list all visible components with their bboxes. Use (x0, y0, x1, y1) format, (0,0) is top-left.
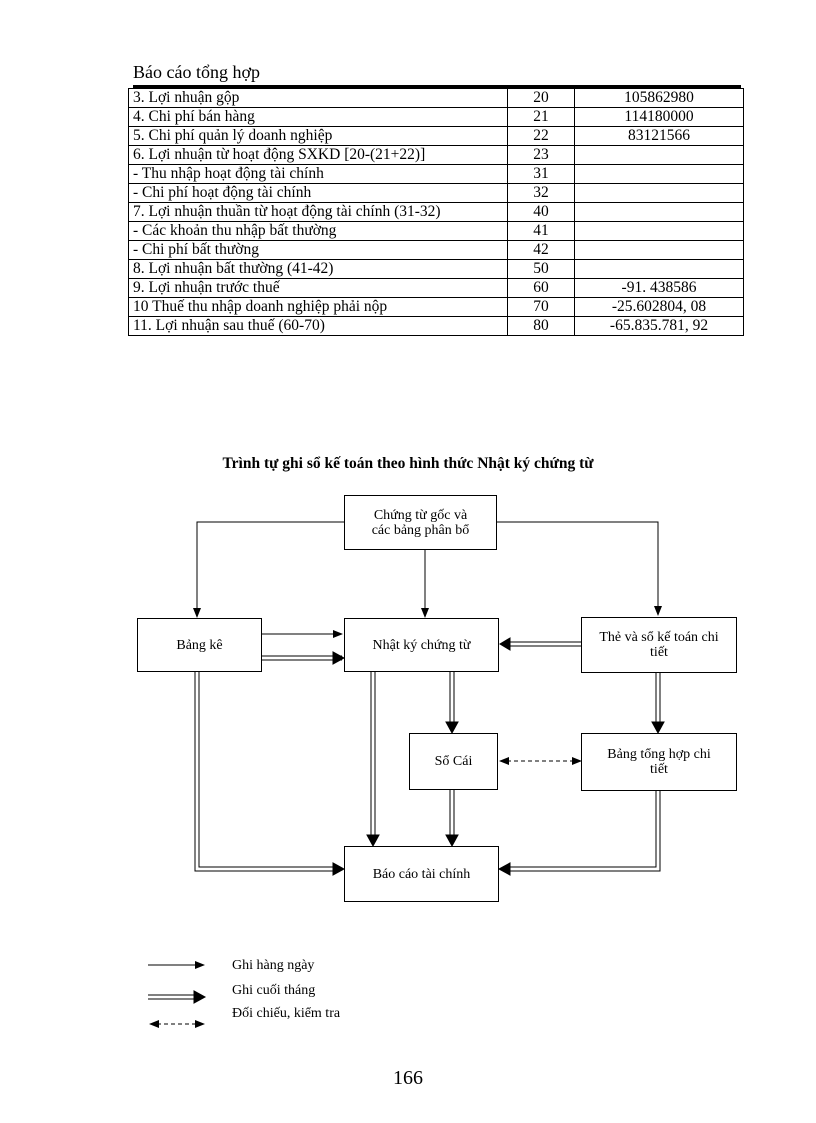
header-rule (133, 85, 741, 88)
legend-month-end-label: Ghi cuối tháng (232, 983, 316, 998)
node-nhat-ky: Nhật ký chứng từ (344, 618, 499, 672)
arrow-source-to-bang-ke (193, 521, 344, 618)
row-label: - Các khoản thu nhập bất thường (128, 221, 508, 241)
header-title: Báo cáo tổng hợp (133, 62, 260, 82)
row-label: 5. Chi phí quản lý doanh nghiệp (128, 126, 508, 146)
row-value: 105862980 (574, 88, 744, 108)
row-label: - Chi phí hoạt động tài chính (128, 183, 508, 203)
node-bao-cao-label: Báo cáo tài chính (372, 866, 471, 882)
row-code: 20 (507, 88, 575, 108)
arrow-so-cai-to-bao-cao-head (445, 834, 459, 848)
node-so-cai-label: Sổ Cái (434, 754, 473, 769)
arrow-bang-ke-to-nhat-ky-head (332, 651, 346, 665)
arrow-bang-tong-hop-to-bao-cao-a (508, 791, 657, 868)
row-label: 11. Lợi nhuận sau thuế (60-70) (128, 316, 508, 336)
node-bang-ke-label: Bảng kê (176, 637, 223, 653)
row-value: -65.835.781, 92 (574, 316, 744, 336)
row-label: - Thu nhập hoạt động tài chính (128, 164, 508, 184)
row-code: 32 (507, 183, 575, 203)
table-row: 7. Lợi nhuận thuần từ hoạt động tài chín… (128, 202, 744, 222)
arrow-the-so-to-bang-tong-hop-head (651, 721, 665, 735)
node-bang-tong-hop-label: Bảng tổng hợp chi tiết (607, 747, 711, 777)
arrow-bang-ke-to-bao-cao-head (332, 862, 346, 876)
legend-daily-label: Ghi hàng ngày (232, 958, 315, 973)
row-label: 8. Lợi nhuận bất thường (41-42) (128, 259, 508, 279)
node-so-cai: Sổ Cái (409, 733, 498, 790)
arrow-nhat-ky-to-so-cai-head (445, 721, 459, 735)
arrow-nhat-ky-to-bao-cao-head (366, 834, 380, 848)
node-nhat-ky-label: Nhật ký chứng từ (372, 637, 471, 653)
legend-monthly-arrow-head (193, 990, 207, 1004)
node-the-so-label: Thẻ và sổ kế toán chi tiết (599, 630, 719, 660)
node-bao-cao: Báo cáo tài chính (344, 846, 499, 902)
table-row: 11. Lợi nhuận sau thuế (60-70)80-65.835.… (128, 316, 744, 336)
row-label: 9. Lợi nhuận trước thuế (128, 278, 508, 298)
row-label: 3. Lợi nhuận gộp (128, 88, 508, 108)
row-code: 60 (507, 278, 575, 298)
arrow-bang-ke-to-bao-cao-b (198, 671, 335, 868)
node-the-so: Thẻ và sổ kế toán chi tiết (581, 617, 737, 673)
arrow-bang-tong-hop-to-bao-cao-head (497, 862, 511, 876)
arrow-the-so-to-nhat-ky-head (499, 637, 511, 651)
arrow-source-to-the-so (497, 521, 662, 616)
table-row: 8. Lợi nhuận bất thường (41-42)50 (128, 259, 744, 279)
row-code: 22 (507, 126, 575, 146)
node-bang-tong-hop: Bảng tổng hợp chi tiết (581, 733, 737, 791)
row-label: 4. Chi phí bán hàng (128, 107, 508, 127)
node-source-docs: Chứng từ gốc và các bảng phân bổ (344, 495, 497, 550)
arrow-bang-tong-hop-to-bao-cao-b (508, 791, 661, 872)
arrow-bang-ke-to-bao-cao-a (194, 671, 335, 872)
node-bang-ke: Bảng kê (137, 618, 262, 672)
node-source-docs-label: Chứng từ gốc và các bảng phân bổ (371, 507, 470, 538)
row-code: 80 (507, 316, 575, 336)
diagram-title: Trình tự ghi sổ kế toán theo hình thức N… (222, 455, 594, 472)
page-number: 166 (393, 1067, 423, 1089)
legend-reconcile-label: Đối chiếu, kiểm tra (232, 1006, 341, 1021)
